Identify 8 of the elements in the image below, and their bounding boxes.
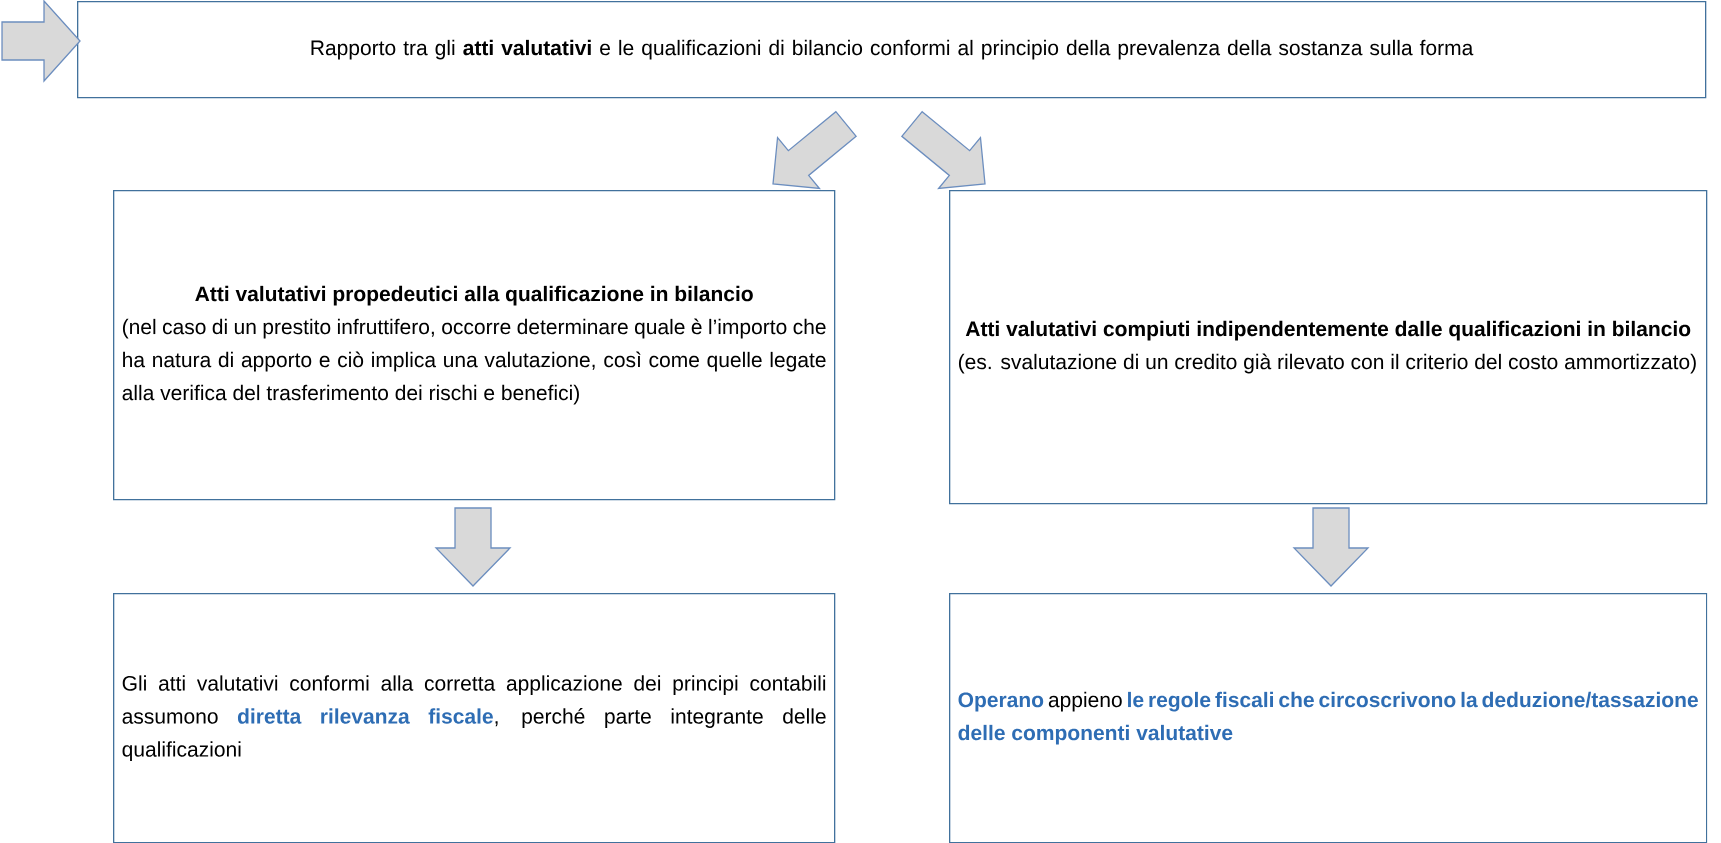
text-box: Rapporto tra gli atti valutativi e le qualificazioni di bilancio conformi al principio della prevalenza della sostanza sulla forma	[77, 1, 1707, 99]
text-box: Operano appieno le regole fiscali che circoscrivono la deduzione/tassazione delle componenti valutative	[949, 593, 1708, 843]
block-arrow	[434, 507, 512, 587]
text-box: Atti valutativi compiuti indipendentemente dalle qualificazioni in bilancio (es. svalutazione di un credito già rilevato con il criterio del costo ammortizzato)	[949, 190, 1708, 505]
block-arrow	[1, 0, 81, 83]
block-arrow	[1292, 507, 1370, 587]
text-box: Atti valutativi propedeutici alla qualificazione in bilancio (nel caso di un prestito infruttifero, occorre determinare quale è l’importo che ha natura di apporto e ciò implica una valutazione, così come quelle legate alla verifica del trasferimento dei rischi e benefici)	[113, 190, 836, 501]
text-box: Gli atti valutativi conformi alla corretta applicazione dei principi contabili assumono diretta rilevanza fiscale, perché parte integrante delle qualificazioni	[113, 593, 836, 843]
